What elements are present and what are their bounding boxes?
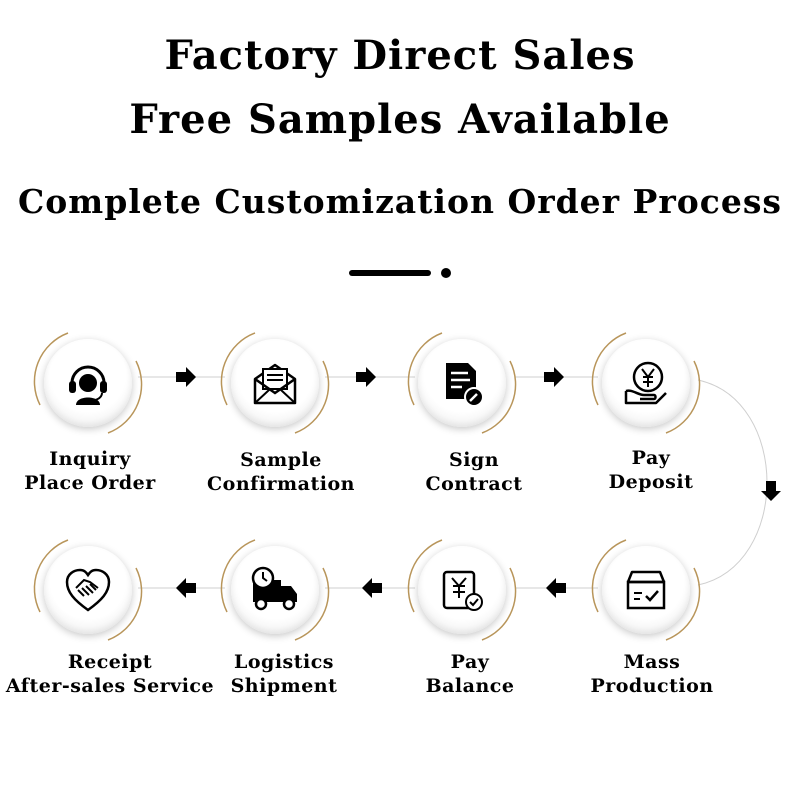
headline-factory-direct: Factory Direct Sales bbox=[164, 32, 636, 79]
arrow-right-2 bbox=[356, 367, 376, 387]
yen-coin-hand-icon bbox=[624, 361, 667, 405]
arrow-left-3 bbox=[546, 578, 566, 598]
divider-dot bbox=[441, 268, 451, 278]
headline-free-samples: Free Samples Available bbox=[129, 96, 671, 143]
headset-support-icon bbox=[69, 365, 107, 405]
delivery-truck-clock-icon bbox=[251, 566, 297, 611]
gold-ring-arcs bbox=[220, 539, 330, 641]
contract-document-pen-icon bbox=[446, 363, 484, 407]
arrow-right-3 bbox=[544, 367, 564, 387]
divider-bar bbox=[349, 270, 431, 276]
process-subtitle: Complete Customization Order Process bbox=[18, 182, 782, 221]
step-pay-balance bbox=[407, 539, 517, 641]
step-sign-contract bbox=[407, 332, 517, 434]
gold-ring-arcs bbox=[591, 539, 701, 641]
step-pay-deposit bbox=[591, 332, 701, 434]
step-disc bbox=[418, 546, 506, 634]
arrow-left-2 bbox=[362, 578, 382, 598]
envelope-letter-icon bbox=[253, 363, 297, 405]
arrow-down bbox=[761, 481, 781, 501]
step-mass-production bbox=[591, 539, 701, 641]
gold-ring-arcs bbox=[407, 332, 517, 434]
gold-ring-arcs bbox=[407, 539, 517, 641]
step-sample-confirmation bbox=[220, 332, 330, 434]
step-receipt-after-sales bbox=[33, 539, 143, 641]
arrow-left-1 bbox=[176, 578, 196, 598]
yen-receipt-check-icon bbox=[442, 570, 483, 611]
handshake-heart-icon bbox=[65, 568, 111, 612]
box-checklist-icon bbox=[626, 570, 666, 610]
step-inquiry bbox=[33, 332, 143, 434]
step-disc bbox=[602, 546, 690, 634]
gold-ring-arcs bbox=[33, 332, 143, 434]
gold-ring-arcs bbox=[220, 332, 330, 434]
gold-ring-arcs bbox=[33, 539, 143, 641]
gold-ring-arcs bbox=[591, 332, 701, 434]
step-logistics-shipment bbox=[220, 539, 330, 641]
step-disc bbox=[44, 546, 132, 634]
arrow-right-1 bbox=[176, 367, 196, 387]
